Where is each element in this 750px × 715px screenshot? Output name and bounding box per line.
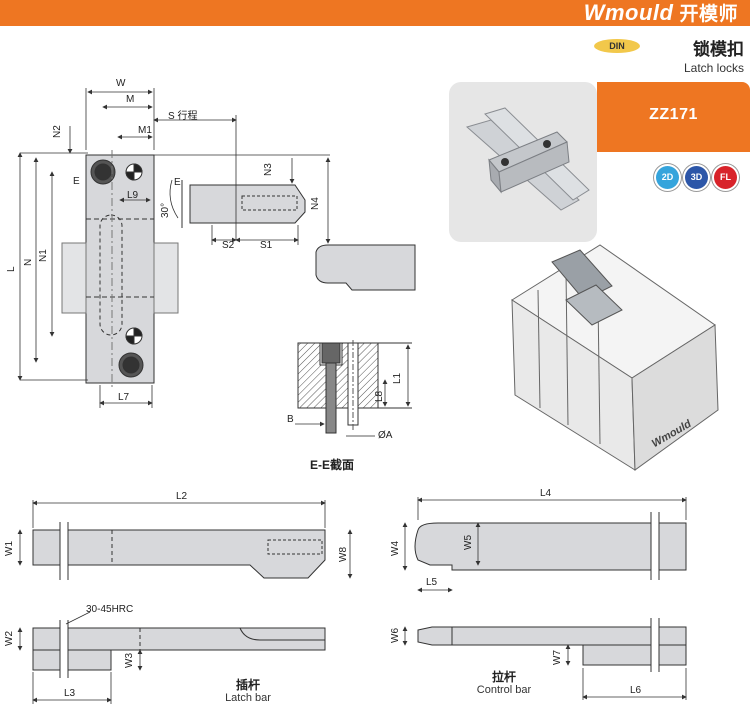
- 3d-icon[interactable]: 3D: [685, 166, 708, 189]
- dim-m: M: [126, 94, 135, 105]
- category-title-cn: 锁模扣: [693, 40, 744, 59]
- dim-n2: N2: [52, 125, 63, 138]
- latch-bar-bottom-view: [17, 611, 326, 704]
- main-plate-view: [61, 150, 179, 390]
- dim-a: ØA: [378, 430, 393, 441]
- dim-b: B: [287, 414, 294, 425]
- brand-name-cn: 开模师: [679, 4, 738, 25]
- latch-lock-photo-icon: [465, 107, 590, 211]
- dim-w4: W4: [390, 541, 401, 556]
- ee-section-view: [295, 340, 412, 437]
- product-photo: [449, 82, 597, 242]
- dim-w: W: [116, 78, 126, 89]
- brand-name: Wmould: [583, 0, 674, 25]
- latch-bar-title-en: Latch bar: [225, 692, 271, 704]
- section-ee-title: E-E截面: [310, 458, 355, 472]
- fl-icon[interactable]: FL: [714, 166, 737, 189]
- latch-bar-side-view: [181, 180, 306, 228]
- dim-s2: S2: [222, 240, 235, 251]
- control-bar-bottom-view: [402, 618, 687, 700]
- dim-l6: L6: [630, 685, 642, 696]
- dim-e2: E: [174, 177, 181, 188]
- dim-l4: L4: [540, 488, 552, 499]
- 2d-icon[interactable]: 2D: [656, 166, 679, 189]
- dim-s: S 行程: [168, 111, 198, 122]
- dim-n3: N3: [263, 163, 274, 176]
- dim-l8: L8: [374, 390, 385, 402]
- product-code-tab: ZZ171: [597, 82, 750, 152]
- dim-w6: W6: [390, 628, 401, 643]
- dim-n4: N4: [310, 197, 321, 210]
- dim-l9: L9: [127, 190, 139, 201]
- dim-l1: L1: [392, 372, 403, 384]
- mold-assembly-illustration: [511, 244, 719, 471]
- control-bar-front-view: [402, 497, 687, 593]
- control-bar-title-en: Control bar: [476, 684, 532, 696]
- dim-m1: M1: [138, 125, 152, 136]
- dim-l7: L7: [118, 392, 130, 403]
- category-title-en: Latch locks: [683, 61, 744, 75]
- hardness-note: 30-45HRC: [86, 604, 134, 615]
- dim-w2: W2: [4, 631, 15, 646]
- din-badge: DIN: [594, 39, 640, 53]
- dim-w5: W5: [463, 535, 474, 550]
- dim-angle: 30°: [160, 202, 171, 218]
- dim-w3: W3: [124, 653, 135, 668]
- category-block: DIN 锁模扣 Latch locks: [594, 35, 744, 75]
- control-bar-head-view: [315, 244, 416, 291]
- dim-l2: L2: [176, 491, 188, 502]
- control-bar-title-cn: 拉杆: [491, 670, 516, 684]
- dim-w1: W1: [4, 541, 15, 556]
- dim-n: N: [23, 258, 34, 266]
- dim-n1: N1: [38, 249, 49, 262]
- dim-w8: W8: [338, 547, 349, 562]
- product-code: ZZ171: [649, 106, 698, 123]
- dim-w7: W7: [552, 650, 563, 665]
- latch-bar-front-view: [17, 500, 353, 580]
- dim-s1: S1: [260, 240, 273, 251]
- dimension-lines: [17, 88, 331, 408]
- dim-e: E: [73, 176, 80, 187]
- dim-l: L: [6, 266, 17, 272]
- latch-bar-title-cn: 插杆: [235, 678, 260, 692]
- dim-l5: L5: [426, 577, 438, 588]
- dim-l3: L3: [64, 688, 76, 699]
